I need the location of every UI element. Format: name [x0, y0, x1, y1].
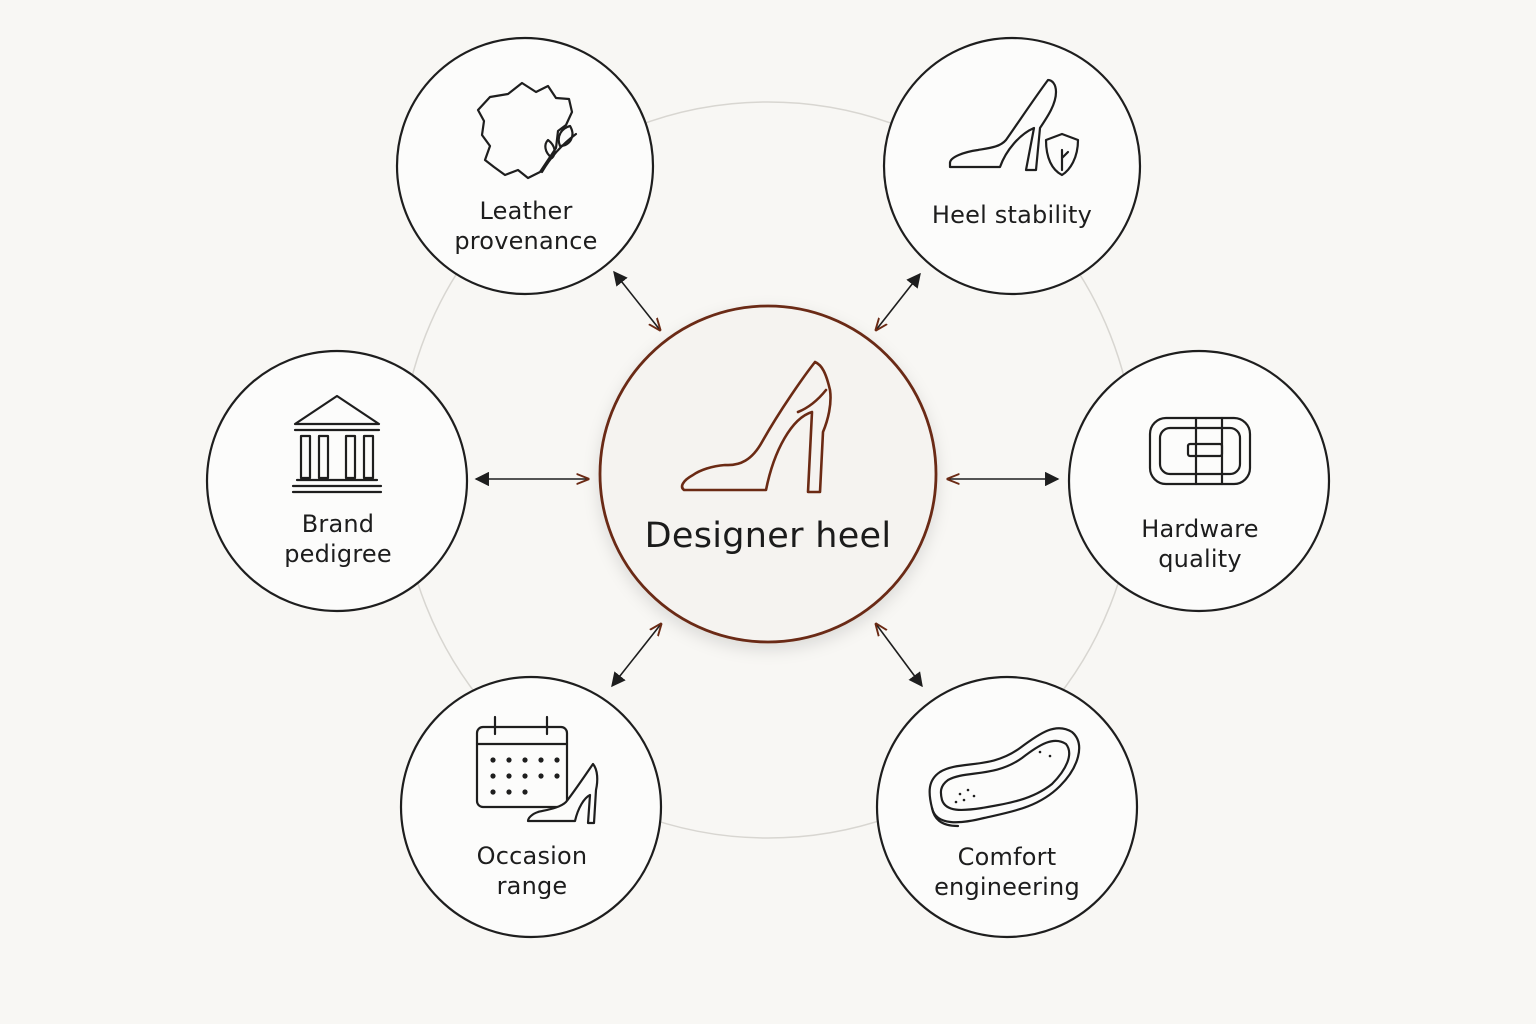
label-leather-line1: Leather	[479, 197, 573, 225]
node-comfort	[875, 675, 1139, 939]
connector-heel	[876, 274, 920, 330]
label-comfort: Comfort engineering	[934, 842, 1080, 902]
leather-hide-with-leaf-icon	[476, 81, 578, 180]
label-comfort-line1: Comfort	[957, 843, 1057, 871]
label-hardware: Hardware quality	[1141, 514, 1258, 574]
label-comfort-line2: engineering	[934, 873, 1080, 901]
high-heel-with-shield-icon	[948, 78, 1080, 177]
label-leather-line2: provenance	[454, 227, 598, 255]
connector-occasion	[612, 624, 661, 686]
node-leather	[395, 36, 655, 296]
classical-building-icon	[291, 394, 383, 494]
label-occasion-line2: range	[496, 872, 568, 900]
label-occasion: Occasion range	[477, 841, 588, 901]
connector-leather	[614, 272, 660, 330]
label-hardware-line1: Hardware	[1141, 515, 1259, 543]
calendar-with-heel-icon	[475, 715, 599, 825]
label-brand-line1: Brand	[301, 510, 375, 538]
label-brand-line2: pedigree	[284, 540, 392, 568]
node-hardware	[1067, 349, 1331, 613]
node-heel	[882, 36, 1142, 296]
high-heel-icon	[680, 360, 832, 494]
label-leather: Leather provenance	[454, 196, 597, 256]
connectors	[476, 272, 1058, 686]
label-hardware-line2: quality	[1158, 545, 1242, 573]
insole-icon	[928, 727, 1081, 828]
center-label: Designer heel	[644, 516, 892, 556]
node-circles	[205, 36, 1331, 939]
connector-comfort	[876, 624, 922, 686]
label-heel-line1: Heel stability	[931, 201, 1093, 229]
label-heel: Heel stability	[932, 200, 1092, 230]
label-occasion-line1: Occasion	[476, 842, 588, 870]
label-brand: Brand pedigree	[284, 509, 392, 569]
center-node	[598, 304, 938, 644]
buckle-icon	[1148, 416, 1252, 486]
